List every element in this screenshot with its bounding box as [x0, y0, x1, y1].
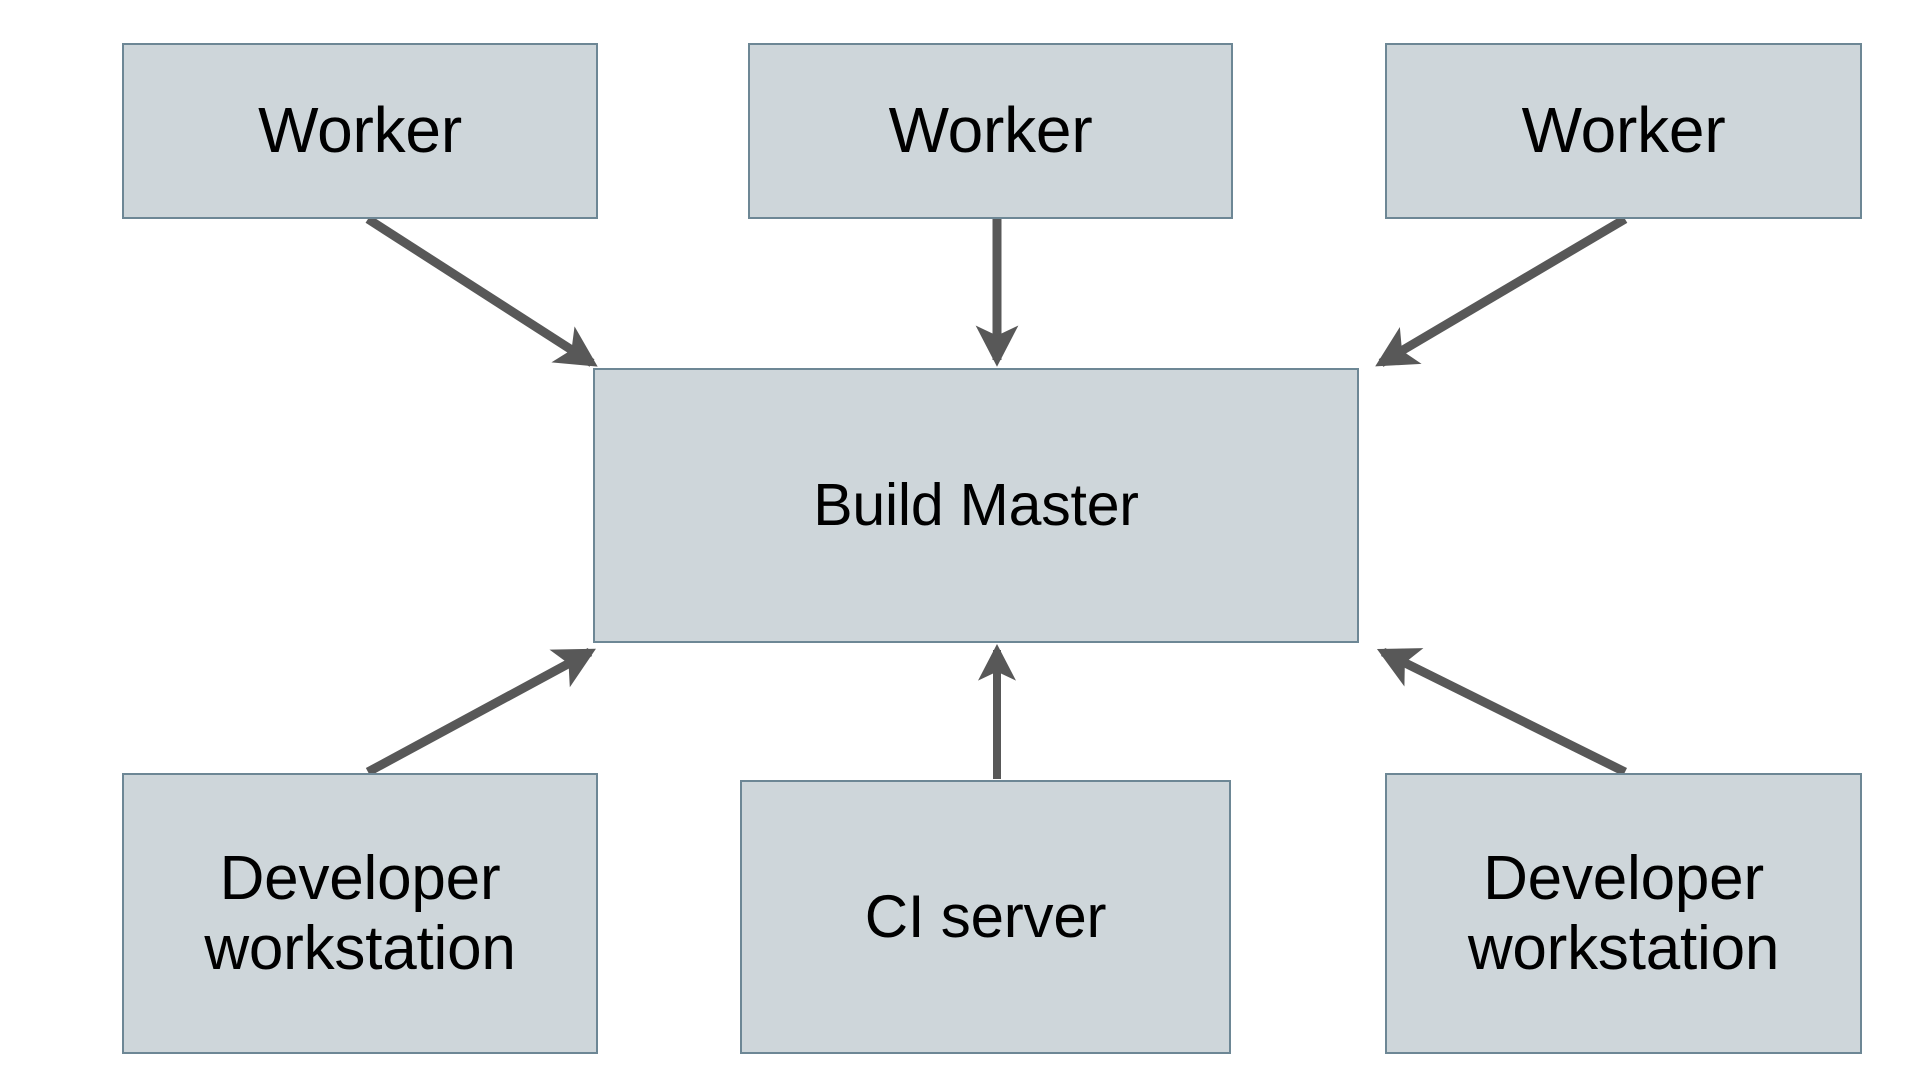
node-developer-workstation-right[interactable]: Developer workstation [1385, 773, 1862, 1054]
node-worker-2[interactable]: Worker [748, 43, 1233, 219]
node-developer-workstation-left-label: Developer workstation [204, 844, 516, 983]
node-build-master[interactable]: Build Master [593, 368, 1359, 643]
edge-dev-workstation-left-to-build-master [365, 648, 596, 776]
node-developer-workstation-left[interactable]: Developer workstation [122, 773, 598, 1054]
node-ci-server-label: CI server [864, 883, 1107, 951]
node-worker-1[interactable]: Worker [122, 43, 598, 219]
node-build-master-label: Build Master [813, 472, 1139, 539]
edge-worker-3-to-build-master [1375, 215, 1628, 367]
node-worker-3-label: Worker [1521, 94, 1726, 167]
node-developer-workstation-right-label: Developer workstation [1467, 844, 1780, 983]
edge-worker-1-to-build-master [365, 215, 598, 367]
node-worker-2-label: Worker [888, 94, 1093, 167]
node-ci-server[interactable]: CI server [740, 780, 1231, 1054]
edge-dev-workstation-right-to-build-master [1376, 647, 1627, 777]
node-worker-3[interactable]: Worker [1385, 43, 1862, 219]
node-worker-1-label: Worker [258, 94, 462, 167]
